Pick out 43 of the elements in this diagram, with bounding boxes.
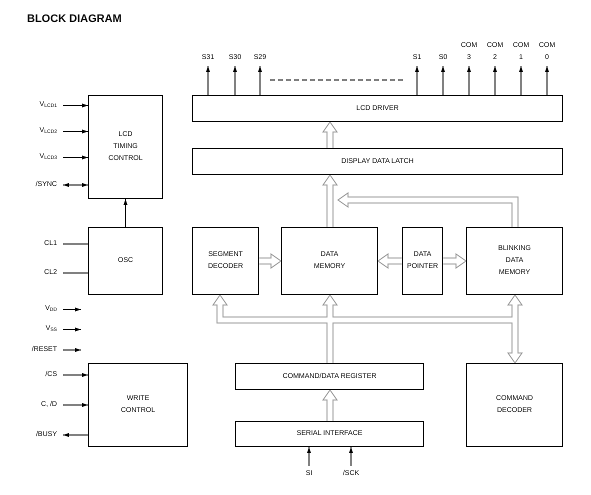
block-box bbox=[235, 363, 424, 390]
bus-arrow bbox=[378, 254, 402, 268]
block-box bbox=[281, 227, 378, 295]
block-box bbox=[466, 363, 563, 447]
signal-arrow bbox=[62, 183, 88, 187]
signal-arrow bbox=[519, 66, 523, 96]
signal-arrow bbox=[62, 104, 88, 108]
bus-arrow bbox=[443, 254, 466, 268]
block-box bbox=[192, 227, 259, 295]
signal-arrow bbox=[307, 446, 311, 466]
signal-arrow bbox=[415, 66, 419, 96]
signal-arrow bbox=[258, 66, 262, 96]
block-box bbox=[402, 227, 443, 295]
signal-arrow bbox=[545, 66, 549, 96]
bus-arrow bbox=[259, 254, 282, 268]
signal-arrow bbox=[467, 66, 471, 96]
signal-arrow bbox=[493, 66, 497, 96]
signal-arrow bbox=[62, 156, 88, 160]
signal-line bbox=[62, 272, 88, 274]
signal-arrow bbox=[62, 348, 82, 352]
signal-arrow bbox=[206, 66, 210, 96]
signal-arrow bbox=[62, 130, 88, 134]
block-box bbox=[235, 421, 424, 447]
signal-arrow bbox=[62, 308, 82, 312]
block-box bbox=[192, 148, 563, 175]
bus-arrow bbox=[322, 174, 338, 227]
signal-arrow bbox=[62, 433, 88, 437]
bus-arrow bbox=[338, 192, 518, 227]
diagram-title: BLOCK DIAGRAM bbox=[27, 13, 122, 25]
signal-arrow bbox=[441, 66, 445, 96]
block-box bbox=[192, 95, 563, 122]
signal-arrow bbox=[62, 403, 88, 407]
block-box bbox=[466, 227, 563, 295]
block-box bbox=[88, 95, 163, 199]
signal-arrow bbox=[124, 198, 128, 228]
bus-arrow bbox=[322, 122, 338, 148]
bus-arrow bbox=[322, 390, 338, 421]
block-box bbox=[88, 227, 163, 295]
block-box bbox=[88, 363, 188, 447]
signal-arrow bbox=[62, 328, 82, 332]
signal-arrow bbox=[349, 446, 353, 466]
signal-arrow bbox=[233, 66, 237, 96]
signal-arrow bbox=[62, 373, 88, 377]
